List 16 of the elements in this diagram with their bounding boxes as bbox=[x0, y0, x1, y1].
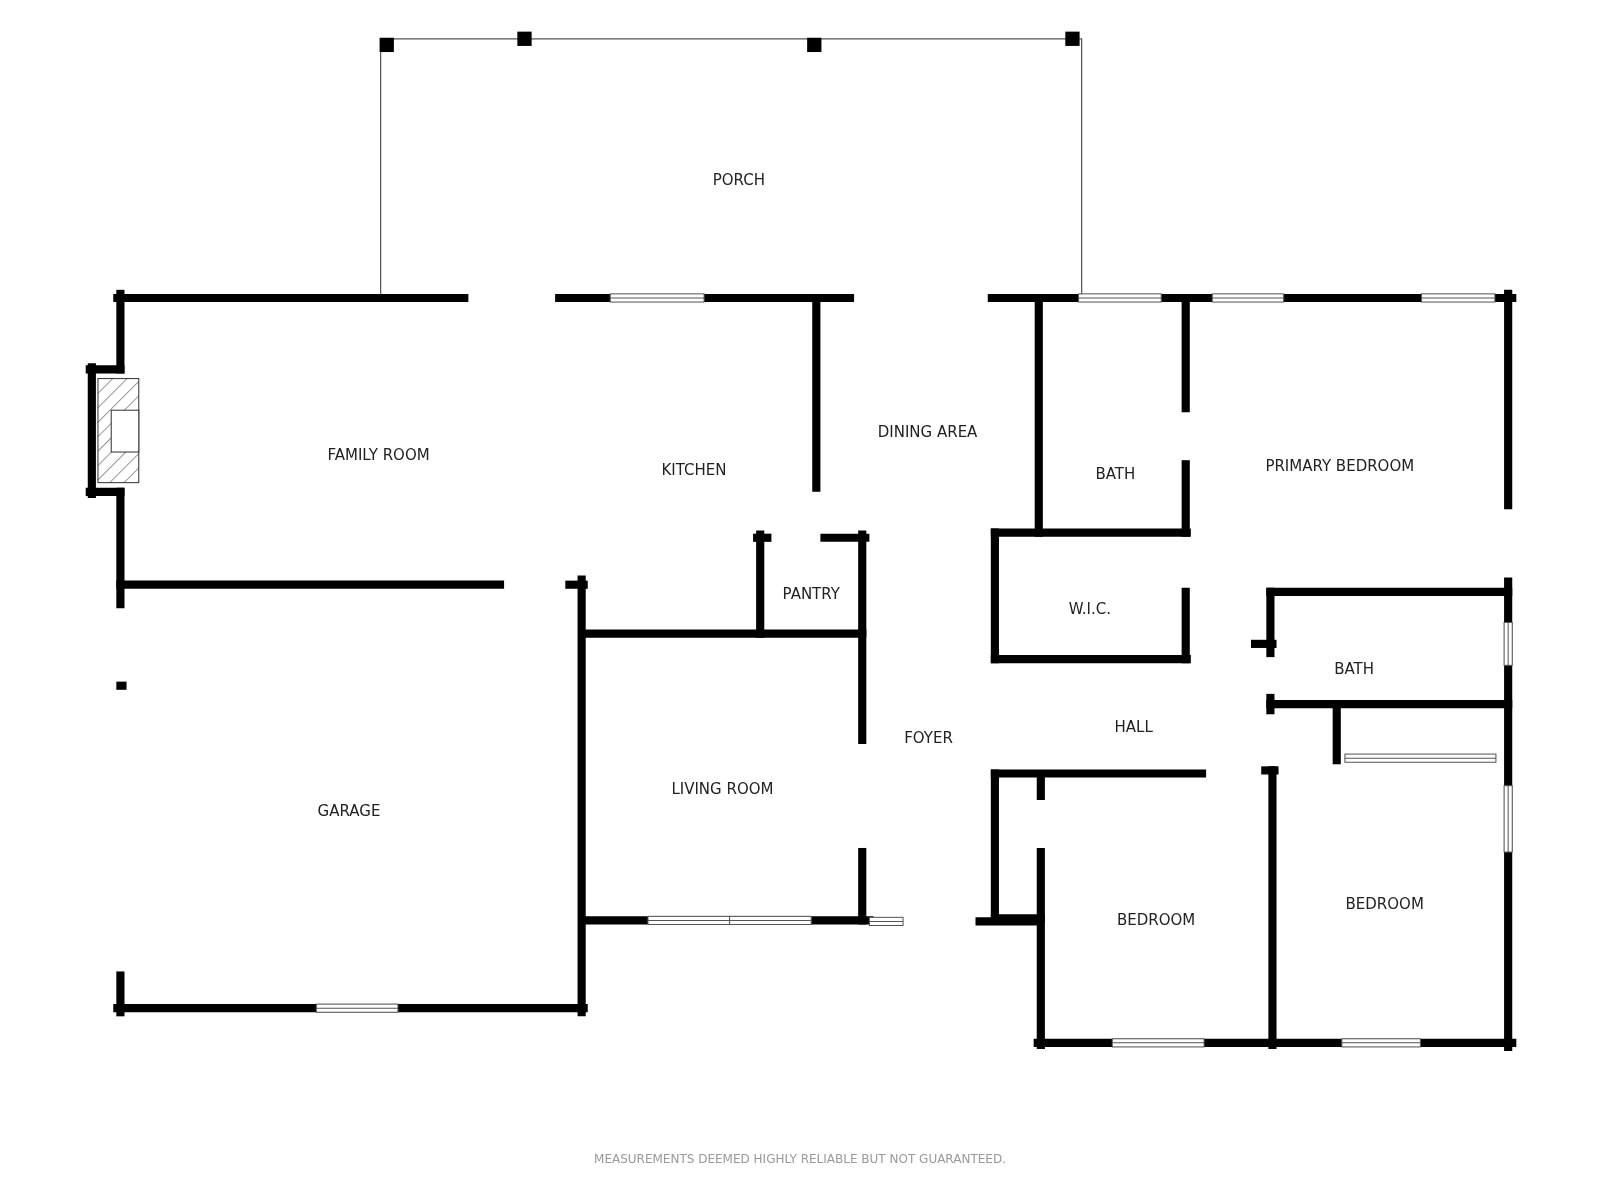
room-label: PORCH bbox=[712, 170, 765, 189]
room-label: BATH bbox=[1334, 660, 1374, 679]
room-label: LIVING ROOM bbox=[671, 779, 774, 798]
room-label: BEDROOM bbox=[1345, 895, 1424, 914]
room-label: PRIMARY BEDROOM bbox=[1265, 457, 1415, 476]
room-label: FOYER bbox=[904, 728, 953, 747]
room-label: HALL bbox=[1114, 717, 1153, 736]
room-label: GARAGE bbox=[317, 802, 381, 821]
room-label: W.I.C. bbox=[1068, 600, 1111, 619]
disclaimer-note: MEASUREMENTS DEEMED HIGHLY RELIABLE BUT NOT GUARANTEED. bbox=[594, 1152, 1006, 1167]
room-label: DINING AREA bbox=[877, 422, 978, 441]
room-label: FAMILY ROOM bbox=[327, 446, 430, 465]
room-label: BATH bbox=[1095, 465, 1136, 484]
room-label: KITCHEN bbox=[661, 461, 727, 480]
room-label: BEDROOM bbox=[1116, 911, 1196, 930]
room-label: PANTRY bbox=[782, 584, 840, 603]
